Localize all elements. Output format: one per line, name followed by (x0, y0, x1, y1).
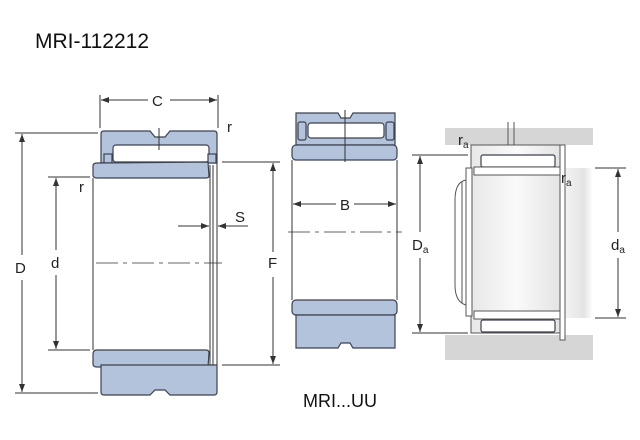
svg-text:ra: ra (458, 132, 469, 151)
dim-label-B: B (340, 197, 350, 214)
dim-label-ra-right-sub: a (566, 178, 572, 189)
svg-text:da: da (611, 237, 625, 256)
product-title: MRI-112212 (35, 30, 150, 53)
dim-label-r-top: r (227, 119, 232, 136)
sealed-variant-view: B (288, 110, 402, 349)
dim-label-r-left: r (79, 179, 84, 196)
dim-label-S: S (235, 209, 245, 226)
mounting-view: Da da ra ra (412, 122, 626, 360)
dim-label-Da-sub: a (423, 245, 429, 256)
variant-caption: MRI...UU (303, 391, 377, 411)
section-view: C r r D d F S (15, 93, 280, 396)
dim-label-ra-top-sub: a (463, 140, 469, 151)
dim-label-da: d (611, 237, 619, 254)
svg-text:Da: Da (412, 237, 429, 256)
dim-label-da-sub: a (619, 245, 625, 256)
dim-label-D: D (15, 260, 26, 277)
dim-label-Da: D (412, 237, 423, 254)
dim-label-C: C (152, 93, 163, 110)
dim-label-ra-right: r (561, 170, 566, 187)
dim-label-d: d (51, 255, 59, 272)
svg-text:ra: ra (561, 170, 572, 189)
dim-label-F: F (268, 255, 277, 272)
dim-label-ra-top: r (458, 132, 463, 149)
